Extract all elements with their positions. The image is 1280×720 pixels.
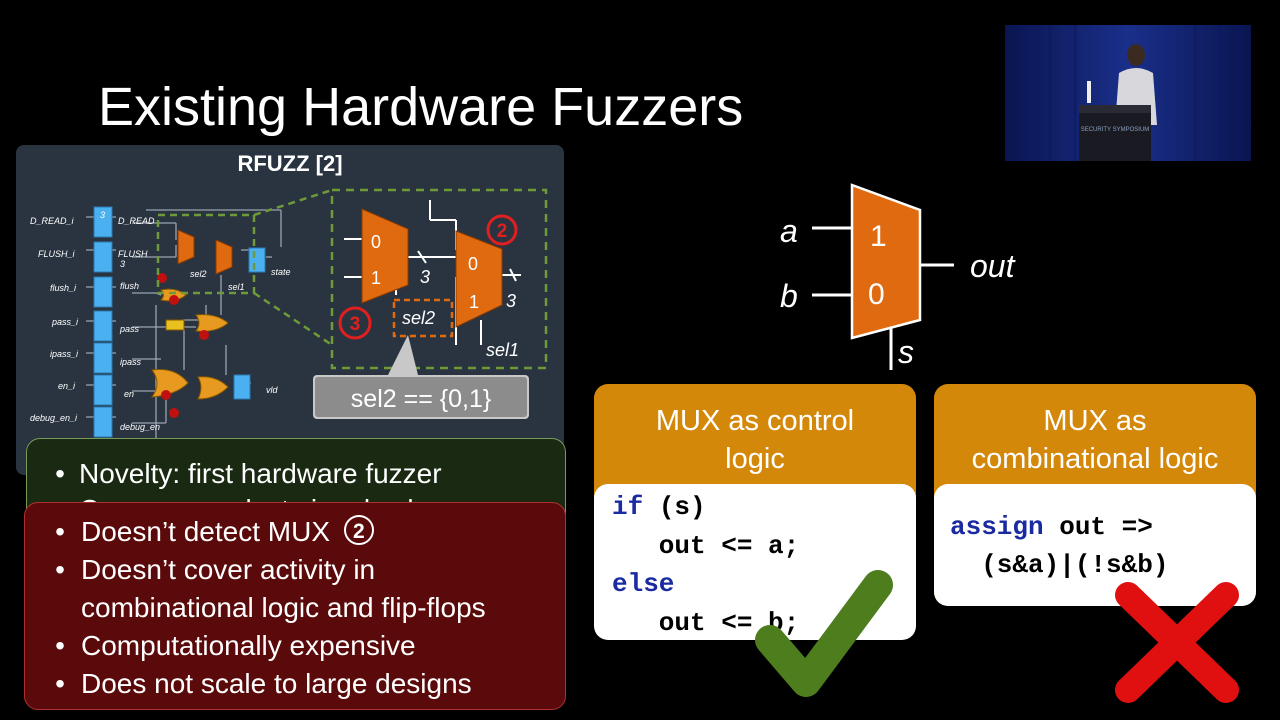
mux-combinational-logic-card: MUX as combinational logic assign out =>… — [934, 384, 1256, 606]
card-header: MUX as combinational logic — [971, 405, 1219, 475]
rfuzz-input-label: FLUSH_i — [38, 249, 76, 259]
sel2-condition-tooltip: sel2 == {0,1} — [351, 385, 491, 413]
mux-input-b-label: b — [780, 278, 798, 314]
novelty-text: Novelty: first hardware fuzzer — [79, 458, 442, 489]
code-keyword: else — [612, 569, 675, 599]
mux-input-0-label: 0 — [868, 278, 885, 311]
drawback-text: combinational logic and flip-flops — [81, 592, 486, 623]
drawback-text: Doesn’t cover activity in — [81, 554, 376, 585]
drawback-item: • Doesn’t cover activity in combinationa… — [55, 554, 486, 623]
rfuzz-wire-label: pass — [119, 324, 140, 334]
rfuzz-input-label: ipass_i — [50, 349, 79, 359]
rfuzz-wire-label: sel2 — [190, 269, 207, 279]
rfuzz-wire-label: vld — [266, 385, 278, 395]
card-header: MUX as control logic — [655, 405, 855, 475]
code-line: (s&a)|(!s&b) — [950, 550, 1169, 580]
rfuzz-wire-label: FLUSH — [118, 249, 148, 259]
rfuzz-input-label: debug_en_i — [30, 413, 78, 423]
drawback-item: • Doesn’t detect MUX 2 — [39, 513, 565, 551]
mux-diagram: 1 0 a b out s — [780, 183, 1016, 370]
zoom-mux-input-1: 1 — [371, 268, 381, 288]
zoom-bus-width: 3 — [506, 291, 516, 311]
rfuzz-bus-width: 3 — [100, 210, 105, 220]
zoom-sel1-label: sel1 — [486, 340, 519, 360]
svg-text:2: 2 — [497, 221, 508, 242]
cross-icon — [1115, 582, 1239, 703]
speaker-webcam: SECURITY SYMPOSIUM — [1005, 25, 1251, 161]
mux-select-label: s — [898, 334, 914, 370]
rfuzz-wire-label: flush — [120, 281, 139, 291]
speaker-video-frame: SECURITY SYMPOSIUM — [1005, 25, 1251, 161]
mux-input-1-label: 1 — [870, 220, 887, 253]
rfuzz-input-label: pass_i — [51, 317, 79, 327]
code-keyword: if — [612, 492, 644, 522]
drawback-text: Doesn’t detect MUX — [81, 516, 330, 547]
zoom-mux-input-1: 1 — [469, 292, 479, 312]
rfuzz-wire-label: debug_en — [120, 422, 160, 432]
zoom-mux-input-0: 0 — [371, 232, 381, 252]
rfuzz-circuit-diagram: D_READ_i FLUSH_i flush_i pass_i ipass_i … — [30, 188, 548, 445]
rfuzz-wire-label: state — [271, 267, 291, 277]
rfuzz-wire-label: sel1 — [228, 282, 245, 292]
mux-body — [850, 183, 922, 340]
rfuzz-diagram-panel: RFUZZ [2] — [16, 145, 564, 475]
rfuzz-input-label: D_READ_i — [30, 216, 75, 226]
svg-text:SECURITY SYMPOSIUM: SECURITY SYMPOSIUM — [1081, 127, 1150, 133]
rfuzz-input-label: en_i — [58, 381, 76, 391]
rfuzz-title: RFUZZ [2] — [237, 151, 343, 176]
marker-2-icon: 2 — [486, 214, 518, 246]
rfuzz-bus-width: 3 — [120, 259, 125, 269]
mux-input-a-label: a — [780, 213, 798, 249]
svg-text:3: 3 — [350, 314, 361, 335]
code-line: out <= b; — [612, 607, 800, 638]
code-block: if (s) out <= a; else out <= b; — [594, 484, 916, 640]
drawback-text: Does not scale to large designs — [81, 668, 472, 699]
drawback-item: • Does not scale to large designs — [39, 665, 565, 703]
zoom-sel2-label: sel2 — [402, 308, 435, 328]
drawbacks-box: • Doesn’t detect MUX 2 • Doesn’t cover a… — [24, 502, 566, 710]
rfuzz-wire-label: D_READ — [118, 216, 155, 226]
slide-title: Existing Hardware Fuzzers — [98, 77, 744, 137]
code-keyword: assign — [950, 512, 1044, 542]
code-line: out <= a; — [612, 530, 800, 561]
mux-output-label: out — [970, 248, 1016, 284]
rfuzz-wire-label: ipass — [120, 357, 142, 367]
rfuzz-input-label: flush_i — [50, 283, 77, 293]
drawback-item: • Computationally expensive — [39, 627, 565, 665]
marker-2-icon: 2 — [343, 515, 374, 545]
marker-3-icon: 3 — [338, 306, 372, 340]
rfuzz-wire-label: en — [124, 389, 134, 399]
zoom-mux-input-0: 0 — [468, 254, 478, 274]
drawback-text: Computationally expensive — [81, 630, 416, 661]
novelty-bullet: •Novelty: first hardware fuzzer — [41, 455, 442, 493]
zoom-bus-width: 3 — [420, 267, 430, 287]
mux-control-logic-card: MUX as control logic if (s) out <= a; el… — [594, 384, 916, 640]
code-block: assign out => (s&a)|(!s&b) — [934, 484, 1256, 606]
